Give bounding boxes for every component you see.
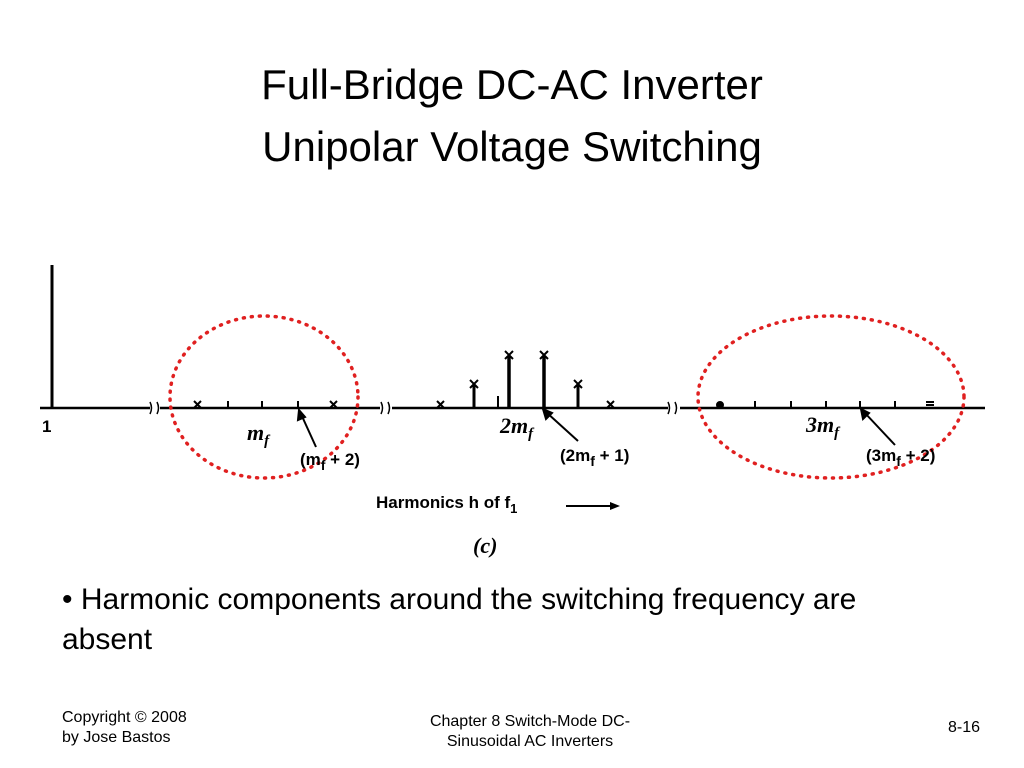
harmonic-cluster-2mf xyxy=(436,350,615,409)
footer-copyright: Copyright © 2008 by Jose Bastos xyxy=(62,708,282,748)
axis-caption: Harmonics h of f1 xyxy=(376,493,517,516)
slide-title-line2: Unipolar Voltage Switching xyxy=(262,123,762,170)
axis-label-1: 1 xyxy=(42,417,51,436)
highlight-ellipse-mf xyxy=(168,314,360,480)
axis-break-2 xyxy=(380,401,391,415)
axis-break-3 xyxy=(667,401,678,415)
label-mf-plus-2: (mf + 2) xyxy=(300,450,360,473)
label-3mf: 3mf xyxy=(805,412,841,441)
harmonic-cluster-mf xyxy=(193,400,338,409)
label-2mf-plus-1: (2mf + 1) xyxy=(560,446,629,469)
harmonic-cluster-3mf xyxy=(716,401,934,409)
footer-copyright-line1: Copyright © 2008 xyxy=(62,709,187,726)
axis-direction-arrow xyxy=(566,502,620,510)
slide-title-line1: Full-Bridge DC-AC Inverter xyxy=(261,61,763,108)
bullet-text: • Harmonic components around the switchi… xyxy=(62,583,857,656)
label-2mf: 2mf xyxy=(499,413,535,442)
footer-chapter-line1: Chapter 8 Switch-Mode DC- xyxy=(429,713,631,730)
label-mf: mf xyxy=(247,420,271,449)
footer-chapter-line2: Sinusoidal AC Inverters xyxy=(446,733,614,750)
axis-break-1 xyxy=(149,401,160,415)
harmonic-spectrum-figure: 1 mf 2mf 3mf (mf + 2) (2mf + 1) (3mf + 2… xyxy=(40,265,985,558)
page-number: 8-16 xyxy=(947,719,980,736)
pointer-arrows xyxy=(296,407,896,448)
figure-tag: (c) xyxy=(473,533,497,558)
footer-chapter: Chapter 8 Switch-Mode DC- Sinusoidal AC … xyxy=(380,712,680,752)
footer-copyright-line2: by Jose Bastos xyxy=(62,729,171,746)
label-3mf-plus-2: (3mf + 2) xyxy=(866,446,935,469)
highlight-ellipse-3mf xyxy=(696,314,966,480)
